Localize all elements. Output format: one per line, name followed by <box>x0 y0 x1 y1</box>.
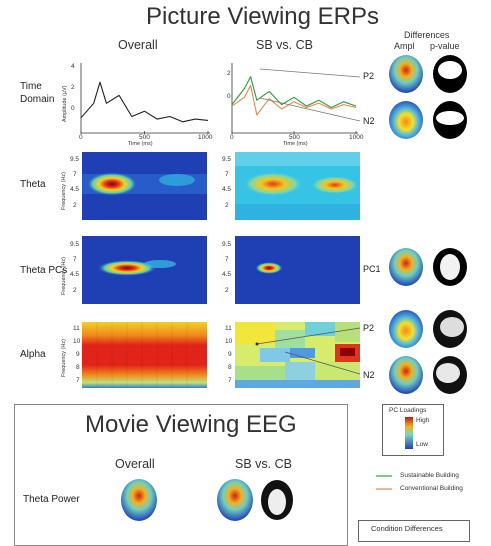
pc-loadings-legend: PC Loadings High Low <box>382 404 444 456</box>
theta1-ytick-7: 7 <box>73 171 77 178</box>
col-overall-header: Overall <box>118 38 158 52</box>
legend-sustainable: Sustainable Building <box>400 472 459 479</box>
td1-xtick-1000: 1000 <box>198 134 213 141</box>
differences-header: Differences <box>404 30 450 40</box>
alpha-difference-maps <box>389 310 467 394</box>
erp-title: Picture Viewing ERPs <box>146 3 379 30</box>
row-label-alpha: Alpha <box>20 349 46 360</box>
td1-xtick-500: 500 <box>139 134 150 141</box>
td-difference-maps <box>389 55 467 139</box>
alpha-overall-heatmap <box>82 322 207 388</box>
alpha2-ytick-10: 10 <box>225 338 233 345</box>
series-line-sustainable-building <box>231 76 357 109</box>
alpha1-ytick-10: 10 <box>73 338 81 345</box>
callout-n2-alpha: N2 <box>363 370 375 380</box>
row-label-time: Time <box>20 81 42 92</box>
ampl-map-alpha-p2 <box>389 310 423 348</box>
ampl-map-alpha-n2 <box>389 356 423 394</box>
pc1-maps <box>389 248 467 286</box>
col-sbcb-header: SB vs. CB <box>256 38 313 52</box>
ampl-map-n2 <box>389 101 423 139</box>
line-legend-swatches <box>376 475 392 490</box>
theta-overall-heatmap <box>82 152 207 220</box>
movie-overall-topomap <box>121 479 157 521</box>
theta1-ytick-4.5: 4.5 <box>70 186 80 193</box>
theta1-ylabel: Frequency (Hz) <box>61 172 67 210</box>
theta2-ytick-2: 2 <box>225 202 229 209</box>
alpha2-ytick-7: 7 <box>228 377 232 384</box>
callout-n2: N2 <box>363 116 375 126</box>
movie-sbcb-topomaps <box>217 479 293 521</box>
pcs1-ytick-7: 7 <box>73 256 77 263</box>
pvalue-header: p-value <box>430 41 460 51</box>
td2-xlabel: Time (ms) <box>283 141 308 147</box>
ampl-header: Ampl <box>394 41 415 51</box>
condition-differences-label: Condition Differences <box>371 524 443 533</box>
td2-xtick-0: 0 <box>230 134 234 141</box>
td1-ylabel: Amplitude (µV) <box>62 85 68 123</box>
theta1-ytick-9.5: 9.5 <box>70 156 80 163</box>
td2-xtick-500: 500 <box>289 134 300 141</box>
alpha-sbcb-heatmap <box>235 322 360 388</box>
pcs1-ytick-2: 2 <box>73 287 77 294</box>
time-domain-overall-plot <box>80 63 210 134</box>
pc-loadings-low: Low <box>416 441 428 448</box>
pcs1-ylabel: Frequency (Hz) <box>61 257 67 295</box>
pcs1-ytick-9.5: 9.5 <box>70 241 80 248</box>
time-domain-sbcb-plot <box>231 63 361 134</box>
alpha2-ytick-11: 11 <box>225 325 232 332</box>
td1-ytick-2: 2 <box>71 84 75 91</box>
movie-title: Movie Viewing EEG <box>85 411 297 438</box>
callout-pc1: PC1 <box>363 264 381 274</box>
row-label-time-domain: Time Domain <box>20 80 54 106</box>
theta1-ytick-2: 2 <box>73 202 77 209</box>
theta-power-label: Theta Power <box>23 494 80 505</box>
ampl-map-p2 <box>389 55 423 93</box>
theta2-ytick-4.5: 4.5 <box>222 186 232 193</box>
pcs2-ytick-7: 7 <box>225 256 229 263</box>
pcs1-ytick-4.5: 4.5 <box>70 271 80 278</box>
td1-xlabel: Time (ms) <box>128 141 153 147</box>
alpha1-ytick-8: 8 <box>76 364 80 371</box>
movie-sbcb-header: SB vs. CB <box>235 457 292 471</box>
theta-pcs-sbcb-heatmap <box>235 236 360 304</box>
alpha2-ytick-8: 8 <box>228 364 232 371</box>
td1-ytick-0: 0 <box>71 105 75 112</box>
pc-loadings-title: PC Loadings <box>389 407 427 414</box>
pcs2-ytick-9.5: 9.5 <box>222 241 232 248</box>
series-line-overall <box>80 81 209 123</box>
alpha2-ytick-9: 9 <box>228 351 232 358</box>
movie-section: Movie Viewing EEG Overall SB vs. CB Thet… <box>14 404 348 546</box>
theta-sbcb-heatmap <box>235 152 360 220</box>
td1-xtick-0: 0 <box>79 134 83 141</box>
row-label-theta-pcs: Theta PCs <box>20 265 68 276</box>
pc-loadings-high: High <box>416 417 430 424</box>
row-label-domain: Domain <box>20 94 55 105</box>
condition-differences-box: Condition Differences <box>358 520 470 542</box>
callout-p2: P2 <box>363 71 375 81</box>
pcs2-ytick-2: 2 <box>225 287 229 294</box>
alpha1-ytick-9: 9 <box>76 351 80 358</box>
theta2-ytick-7: 7 <box>225 171 229 178</box>
alpha1-ytick-7: 7 <box>76 377 80 384</box>
callout-p2-alpha: P2 <box>363 323 375 333</box>
td2-xtick-1000: 1000 <box>349 134 364 141</box>
series-line-conventional-building <box>231 84 357 116</box>
pcs2-ytick-4.5: 4.5 <box>222 271 232 278</box>
theta-pcs-overall-heatmap <box>82 236 207 304</box>
td1-ytick-4: 4 <box>71 63 75 70</box>
theta2-ytick-9.5: 9.5 <box>222 156 232 163</box>
movie-overall-header: Overall <box>115 457 155 471</box>
td2-ytick-0: 0 <box>227 93 231 100</box>
pc-loadings-colorbar <box>405 417 413 449</box>
alpha1-ytick-11: 11 <box>73 325 80 332</box>
ampl-map-pc1 <box>389 248 423 286</box>
td2-ytick-2: 2 <box>227 70 231 77</box>
legend-conventional: Conventional Building <box>400 485 463 492</box>
alpha1-ylabel: Frequency (Hz) <box>61 339 67 377</box>
row-label-theta: Theta <box>20 179 46 190</box>
movie-sbcb-ampl-map <box>217 479 253 521</box>
